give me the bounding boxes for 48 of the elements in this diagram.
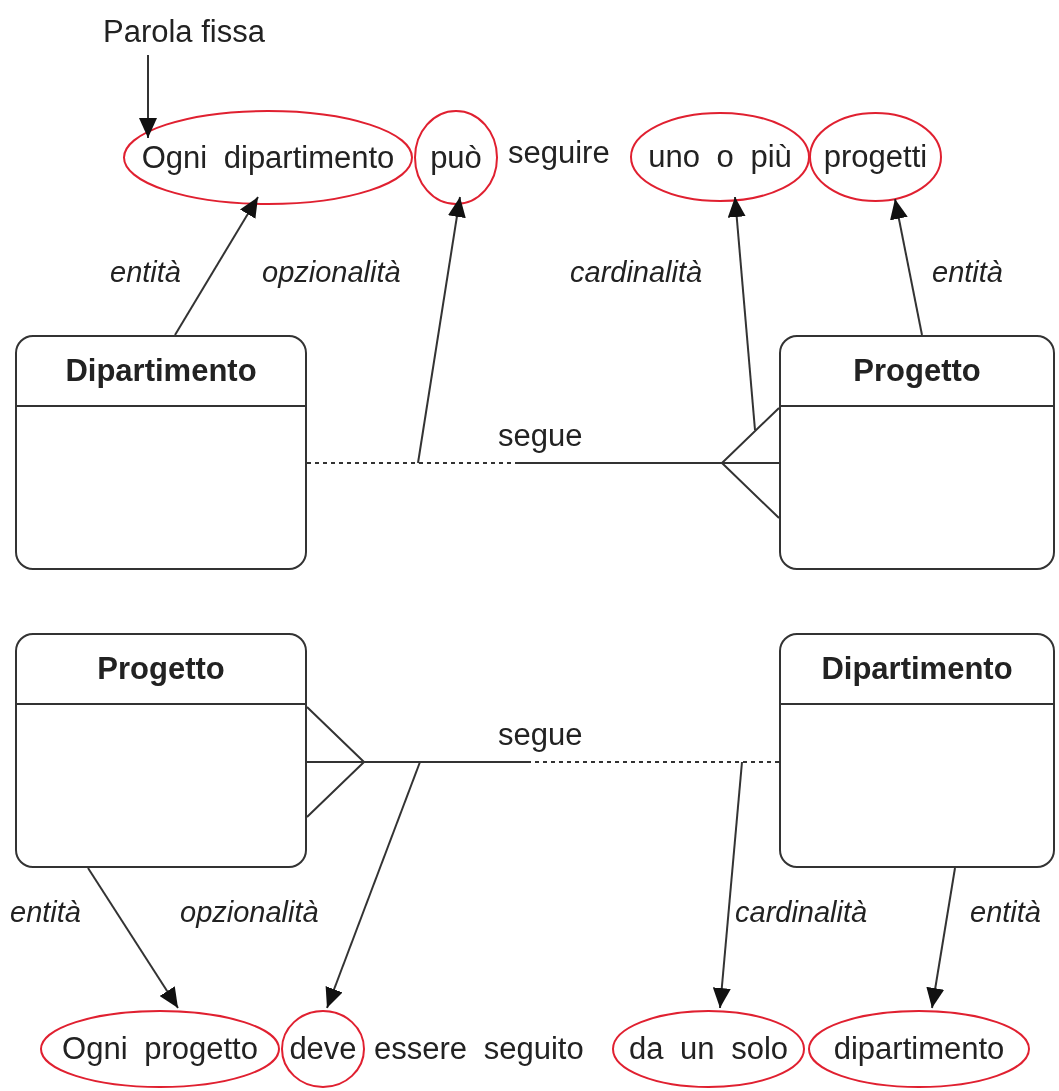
entity-box [15, 335, 307, 570]
highlight-ellipse [123, 110, 413, 205]
highlight-ellipse [281, 1010, 365, 1088]
entity-title: Dipartimento [65, 353, 257, 389]
edge-label: cardinalità [570, 256, 703, 289]
arrow [926, 867, 956, 1009]
edge-label: opzionalità [262, 256, 401, 289]
phrase-text: dipartimento [833, 1031, 1005, 1067]
arrow [325, 761, 421, 1009]
arrow [417, 196, 466, 464]
edge-label: segue [498, 418, 583, 454]
relationship-line [306, 706, 780, 818]
highlight-ellipse [809, 112, 942, 202]
entity-title: Dipartimento [821, 651, 1013, 687]
phrase-text: Ogni dipartimento [141, 139, 395, 176]
edge-label: entità [110, 256, 181, 289]
relationship-line [306, 407, 780, 519]
phrase-text: deve [289, 1031, 357, 1067]
entity-title: Progetto [853, 353, 981, 389]
arrow [890, 198, 923, 336]
phrase-text: progetti [823, 139, 928, 175]
phrase-text: può [430, 139, 482, 176]
edge-label: entità [970, 896, 1041, 929]
arrow [174, 196, 259, 336]
phrase-text: da un solo [628, 1031, 789, 1067]
edge-label: segue [498, 717, 583, 753]
arrow [712, 761, 743, 1009]
arrow [139, 54, 157, 139]
entity-title: Progetto [97, 651, 225, 687]
highlight-ellipse [630, 112, 810, 202]
edge-label: cardinalità [735, 896, 868, 929]
highlight-ellipse [414, 110, 498, 205]
edge-label: entità [10, 896, 81, 929]
entity-box [779, 335, 1055, 570]
phrase-text: essere seguito [374, 1031, 584, 1067]
arrow [727, 196, 756, 431]
phrase-text: uno o più [648, 139, 792, 175]
edge-label: entità [932, 256, 1003, 289]
phrase-text: Ogni progetto [62, 1031, 258, 1067]
phrase-text: seguire [508, 135, 610, 171]
highlight-ellipse [40, 1010, 280, 1088]
arrow [87, 867, 179, 1009]
edge-label: opzionalità [180, 896, 319, 929]
annotation-text: Parola fissa [103, 8, 288, 56]
highlight-ellipse [808, 1010, 1030, 1088]
entity-box [15, 633, 307, 868]
highlight-ellipse [612, 1010, 805, 1088]
entity-box [779, 633, 1055, 868]
